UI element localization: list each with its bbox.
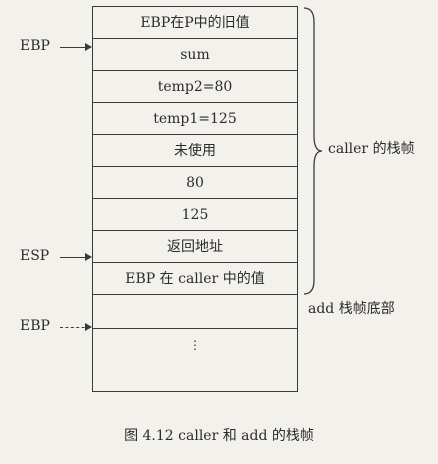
ellipsis-dots: ⋮ [189, 338, 201, 352]
ebp-bottom-arrow [60, 323, 92, 331]
caller-frame-label: caller 的栈帧 [328, 141, 415, 157]
esp-label: ESP [20, 248, 50, 264]
add-frame-bottom-label: add 栈帧底部 [308, 301, 395, 317]
stack-cell: EBP 在 caller 中的值 [93, 263, 297, 295]
stack-cell: temp2=80 [93, 71, 297, 103]
caller-frame-brace [303, 7, 323, 295]
ebp-top-label: EBP [20, 38, 50, 54]
stack: EBP在P中的旧值 sum temp2=80 temp1=125 未使用 80 … [92, 6, 298, 392]
stack-cell: 80 [93, 167, 297, 199]
ebp-bottom-label: EBP [20, 318, 50, 334]
stack-cell: 未使用 [93, 135, 297, 167]
esp-arrow [60, 253, 92, 261]
stack-cell: temp1=125 [93, 103, 297, 135]
figure-caption: 图 4.12 caller 和 add 的栈帧 [124, 428, 314, 444]
stack-cell: sum [93, 39, 297, 71]
ebp-top-arrow [60, 43, 92, 51]
stack-cell-continuation: ⋮ [93, 329, 297, 391]
stack-cell-empty [93, 295, 297, 329]
stack-cell: 125 [93, 199, 297, 231]
stack-cell: EBP在P中的旧值 [93, 7, 297, 39]
stack-cell: 返回地址 [93, 231, 297, 263]
